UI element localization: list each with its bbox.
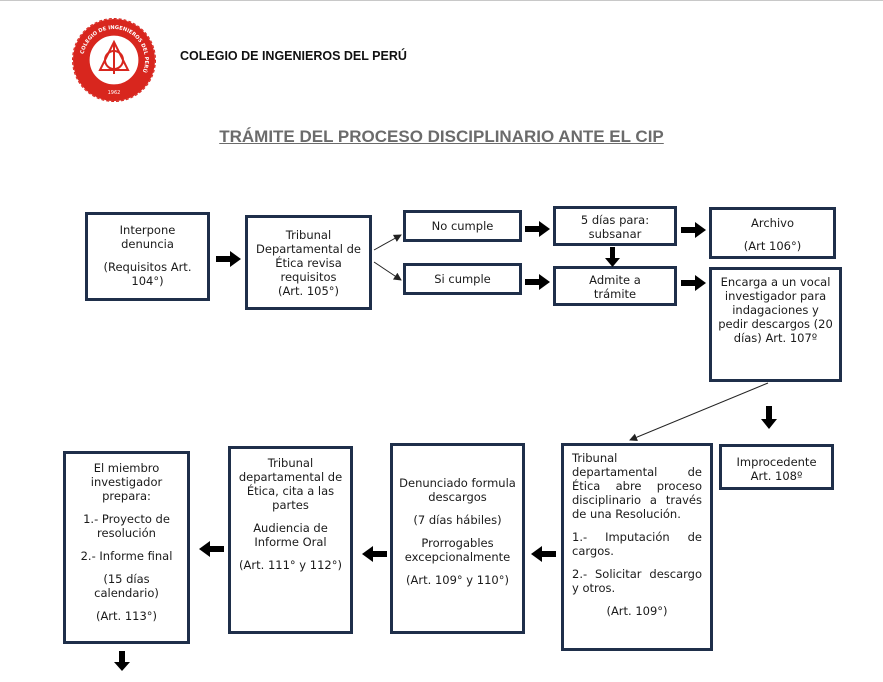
box-miembro-investigador: El miembro investigador prepara: 1.- Pro…	[63, 451, 190, 644]
denunciado-label: Denunciado formula descargos	[399, 476, 516, 504]
archivo-article: (Art 106°)	[743, 239, 802, 253]
arrow-right-4	[681, 222, 706, 238]
denunciado-article: (Art. 109° y 110°)	[406, 573, 509, 587]
arrow-down-final	[114, 651, 130, 671]
miembro-label: El miembro investigador prepara:	[90, 461, 163, 503]
tribunal-cita-article: (Art. 111° y 112°)	[239, 558, 342, 572]
denunciado-plazo: (7 días hábiles)	[413, 513, 502, 527]
tribunal-revisa-article: (Art. 105°)	[277, 284, 340, 298]
box-improcedente: Improcedente Art. 108º	[719, 444, 834, 490]
box-tribunal-abre-proceso: Tribunal departamental de Ética abre pro…	[561, 443, 713, 651]
tribunal-abre-label: Tribunal departamental de Ética abre pro…	[572, 451, 702, 521]
improcedente-label: Improcedente Art. 108º	[736, 455, 817, 483]
miembro-item-2: 2.- Informe final	[80, 549, 173, 563]
org-name: COLEGIO DE INGENIEROS DEL PERÚ	[180, 49, 407, 63]
arrow-right-5	[681, 275, 706, 291]
box-admite-tramite: Admite a trámite	[553, 266, 677, 306]
box-denunciado-descargos: Denunciado formula descargos (7 días háb…	[390, 443, 525, 634]
arrow-right-1	[216, 251, 241, 267]
arrow-left-1	[531, 546, 556, 562]
arrow-right-3	[525, 274, 550, 290]
archivo-label: Archivo	[751, 216, 794, 230]
interpone-label: Interpone denuncia	[119, 223, 176, 251]
encarga-label: Encarga a un vocal investigador para ind…	[718, 275, 833, 345]
cip-logo: COLEGIO DE INGENIEROS DEL PERÚ 1962	[72, 18, 156, 102]
box-subsanar: 5 días para: subsanar	[553, 206, 677, 246]
tribunal-cita-audiencia: Audiencia de Informe Oral	[253, 521, 328, 549]
tribunal-cita-label: Tribunal departamental de Ética, cita a …	[238, 456, 343, 512]
logo-year: 1962	[108, 90, 121, 96]
miembro-plazo: (15 días calendario)	[94, 572, 159, 600]
tribunal-revisa-label: Tribunal Departamental de Ética revisa r…	[256, 228, 361, 284]
arrow-down-subsanar	[605, 247, 620, 267]
interpone-article: (Requisitos Art. 104°)	[103, 260, 192, 288]
box-archivo: Archivo (Art 106°)	[709, 207, 836, 259]
arrow-right-2	[525, 221, 550, 237]
subsanar-label: 5 días para: subsanar	[580, 213, 650, 241]
arrow-left-2	[362, 546, 387, 562]
box-si-cumple: Si cumple	[403, 263, 522, 295]
box-no-cumple: No cumple	[403, 210, 522, 242]
arrow-left-3	[199, 541, 224, 557]
admite-label: Admite a trámite	[589, 273, 641, 301]
si-cumple-label: Si cumple	[434, 272, 491, 286]
no-cumple-label: No cumple	[431, 219, 494, 233]
box-interpone-denuncia: Interpone denuncia (Requisitos Art. 104°…	[85, 212, 210, 301]
box-tribunal-revisa: Tribunal Departamental de Ética revisa r…	[245, 215, 372, 310]
tribunal-abre-item-2: 2.- Solicitar descargo y otros.	[572, 567, 702, 595]
connector-to-si-cumple	[373, 261, 402, 281]
top-rule	[0, 0, 883, 1]
box-tribunal-cita-partes: Tribunal departamental de Ética, cita a …	[228, 446, 353, 634]
tribunal-abre-item-1: 1.- Imputación de cargos.	[572, 530, 702, 558]
connector-to-no-cumple	[373, 234, 402, 251]
box-encarga-vocal: Encarga a un vocal investigador para ind…	[709, 267, 842, 382]
arrow-down-improcedente	[761, 406, 777, 429]
miembro-item-1: 1.- Proyecto de resolución	[83, 512, 170, 540]
denunciado-prorroga: Prorrogables excepcionalmente	[404, 536, 511, 564]
miembro-article: (Art. 113°)	[95, 609, 158, 623]
tribunal-abre-article: (Art. 109°)	[606, 604, 668, 618]
page-title: TRÁMITE DEL PROCESO DISCIPLINARIO ANTE E…	[219, 127, 664, 146]
connector-diagonal	[629, 382, 769, 442]
